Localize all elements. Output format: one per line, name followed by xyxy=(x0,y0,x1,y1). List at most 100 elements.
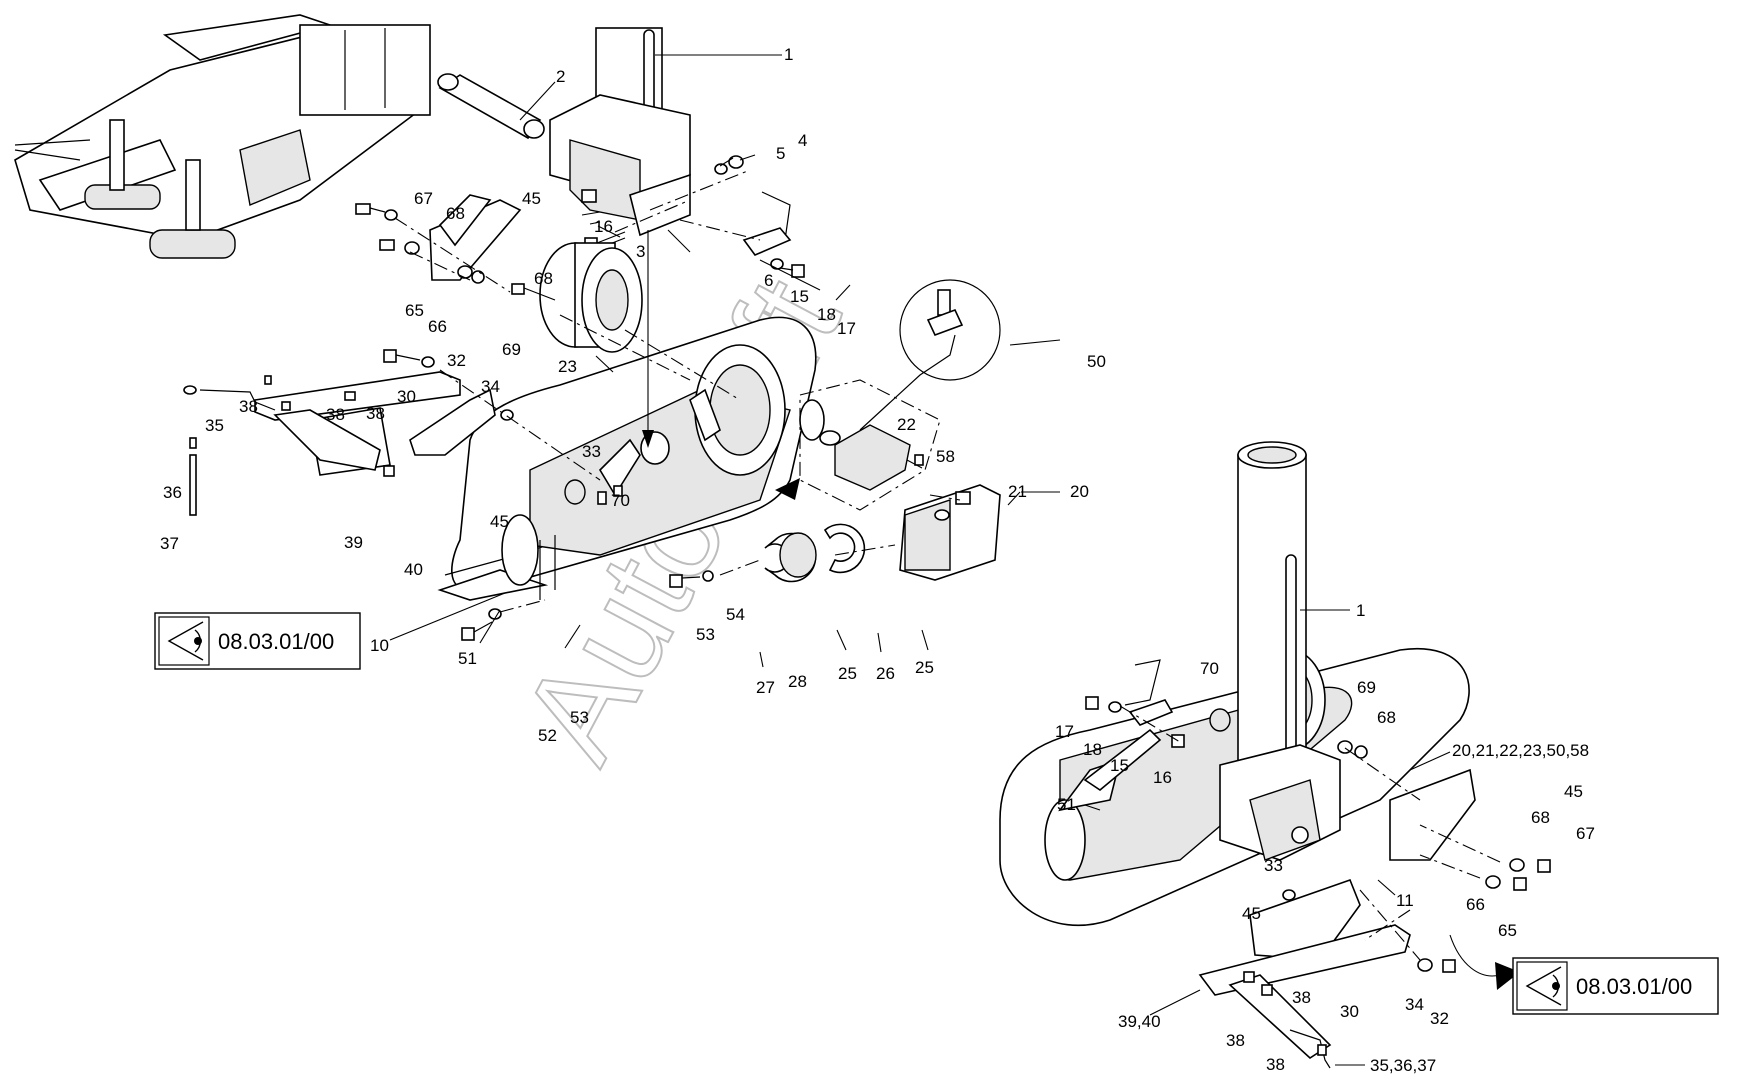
callout: 68 xyxy=(534,269,553,288)
callout: 66 xyxy=(428,317,447,336)
callout: 36 xyxy=(163,483,182,502)
callout: 69 xyxy=(1357,678,1376,697)
callout: 10 xyxy=(370,636,389,655)
direction-arrow xyxy=(775,478,800,500)
callout: 45 xyxy=(1242,904,1261,923)
callout: 35 xyxy=(205,416,224,435)
track-assembly-right xyxy=(999,441,1551,1069)
callout-labels-left: 1 2 3 4 5 6 10 15 16 17 18 20 21 22 23 2… xyxy=(160,45,1106,745)
bolt-part-52 xyxy=(461,608,502,641)
track-frame-left xyxy=(437,316,817,601)
callout: 40 xyxy=(404,560,423,579)
callout: 68 xyxy=(1531,808,1550,827)
machine-overview xyxy=(14,14,431,259)
callout: 25 xyxy=(838,664,857,683)
assembly-arrow xyxy=(642,230,654,448)
callout: 38 xyxy=(326,405,345,424)
callout: 17 xyxy=(837,319,856,338)
callout: 38 xyxy=(1266,1055,1285,1074)
callout: 65 xyxy=(1498,921,1517,940)
bolt-part-27 xyxy=(669,570,714,588)
callout: 1 xyxy=(1356,601,1365,620)
callout: 38 xyxy=(366,404,385,423)
nut-part-4 xyxy=(728,155,744,169)
callout: 4 xyxy=(798,131,807,150)
guard-plate-upper xyxy=(355,194,522,284)
callout: 5 xyxy=(776,144,785,163)
callout: 25 xyxy=(915,658,934,677)
callout: 68 xyxy=(446,204,465,223)
callout: 20,21,22,23,50,58 xyxy=(1452,741,1589,760)
callout: 6 xyxy=(764,271,773,290)
hub-part-23 xyxy=(511,242,643,353)
callout: 70 xyxy=(1200,659,1219,678)
callout: 58 xyxy=(936,447,955,466)
callout: 30 xyxy=(397,387,416,406)
callout: 34 xyxy=(481,377,500,396)
assembly-lines-right xyxy=(1119,705,1501,961)
callout: 18 xyxy=(817,305,836,324)
callout: 52 xyxy=(538,726,557,745)
callout: 53 xyxy=(696,625,715,644)
callout: 17 xyxy=(1055,722,1074,741)
callout: 27 xyxy=(756,678,775,697)
callout: 68 xyxy=(1377,708,1396,727)
callout: 51 xyxy=(1057,795,1076,814)
callout: 69 xyxy=(502,340,521,359)
reference-box-right[interactable]: 08.03.01/00 xyxy=(1512,957,1719,1015)
reference-code: 08.03.01/00 xyxy=(1576,974,1692,999)
washer-part-5 xyxy=(714,163,728,175)
pin-part-2 xyxy=(437,73,545,140)
eye-view-icon xyxy=(1525,966,1562,1006)
callout: 1 xyxy=(784,45,793,64)
callout: 45 xyxy=(522,189,541,208)
reference-box-left[interactable]: 08.03.01/00 xyxy=(154,612,361,670)
gear-parts-25-26 xyxy=(764,523,866,583)
cover-part-20 xyxy=(899,484,1001,581)
assembly-lines-left xyxy=(394,169,961,613)
callout: 53 xyxy=(570,708,589,727)
callout: 39,40 xyxy=(1118,1012,1161,1031)
callout: 38 xyxy=(1292,988,1311,1007)
drive-motor xyxy=(799,379,941,511)
callout: 38 xyxy=(1226,1031,1245,1050)
callout-labels-right: 1 70 69 68 17 18 15 16 20,21,22,23,50,58… xyxy=(1055,601,1595,1075)
callout: 15 xyxy=(790,287,809,306)
callout: 20 xyxy=(1070,482,1089,501)
callout: 16 xyxy=(594,217,613,236)
callout: 50 xyxy=(1087,352,1106,371)
callout: 37 xyxy=(160,534,179,553)
callout: 39 xyxy=(344,533,363,552)
callout: 32 xyxy=(447,351,466,370)
callout: 70 xyxy=(611,491,630,510)
callout: 28 xyxy=(788,672,807,691)
callout: 15 xyxy=(1110,756,1129,775)
lifting-column-top xyxy=(549,27,691,237)
callout: 34 xyxy=(1405,995,1424,1014)
washer-part-18 xyxy=(770,258,784,270)
callout: 23 xyxy=(558,357,577,376)
callout: 3 xyxy=(636,242,645,261)
handle-part-15 xyxy=(742,191,792,256)
curved-arrow-icon xyxy=(1449,934,1520,990)
callout: 45 xyxy=(490,512,509,531)
callout: 67 xyxy=(1576,824,1595,843)
callout: 33 xyxy=(582,442,601,461)
callout: 11 xyxy=(1396,891,1414,910)
eye-view-icon xyxy=(167,621,204,661)
reference-code: 08.03.01/00 xyxy=(218,629,334,654)
callout: 66 xyxy=(1466,895,1485,914)
callout: 35,36,37 xyxy=(1370,1056,1436,1075)
callout: 18 xyxy=(1083,740,1102,759)
callout: 65 xyxy=(405,301,424,320)
callout: 21 xyxy=(1008,482,1027,501)
callout: 16 xyxy=(1153,768,1172,787)
leader-lines xyxy=(389,54,1061,668)
callout: 2 xyxy=(556,67,565,86)
arm-assembly-left xyxy=(183,349,514,516)
bolt-part-17 xyxy=(779,264,805,278)
callout: 32 xyxy=(1430,1009,1449,1028)
callout: 67 xyxy=(414,189,433,208)
callout: 54 xyxy=(726,605,745,624)
